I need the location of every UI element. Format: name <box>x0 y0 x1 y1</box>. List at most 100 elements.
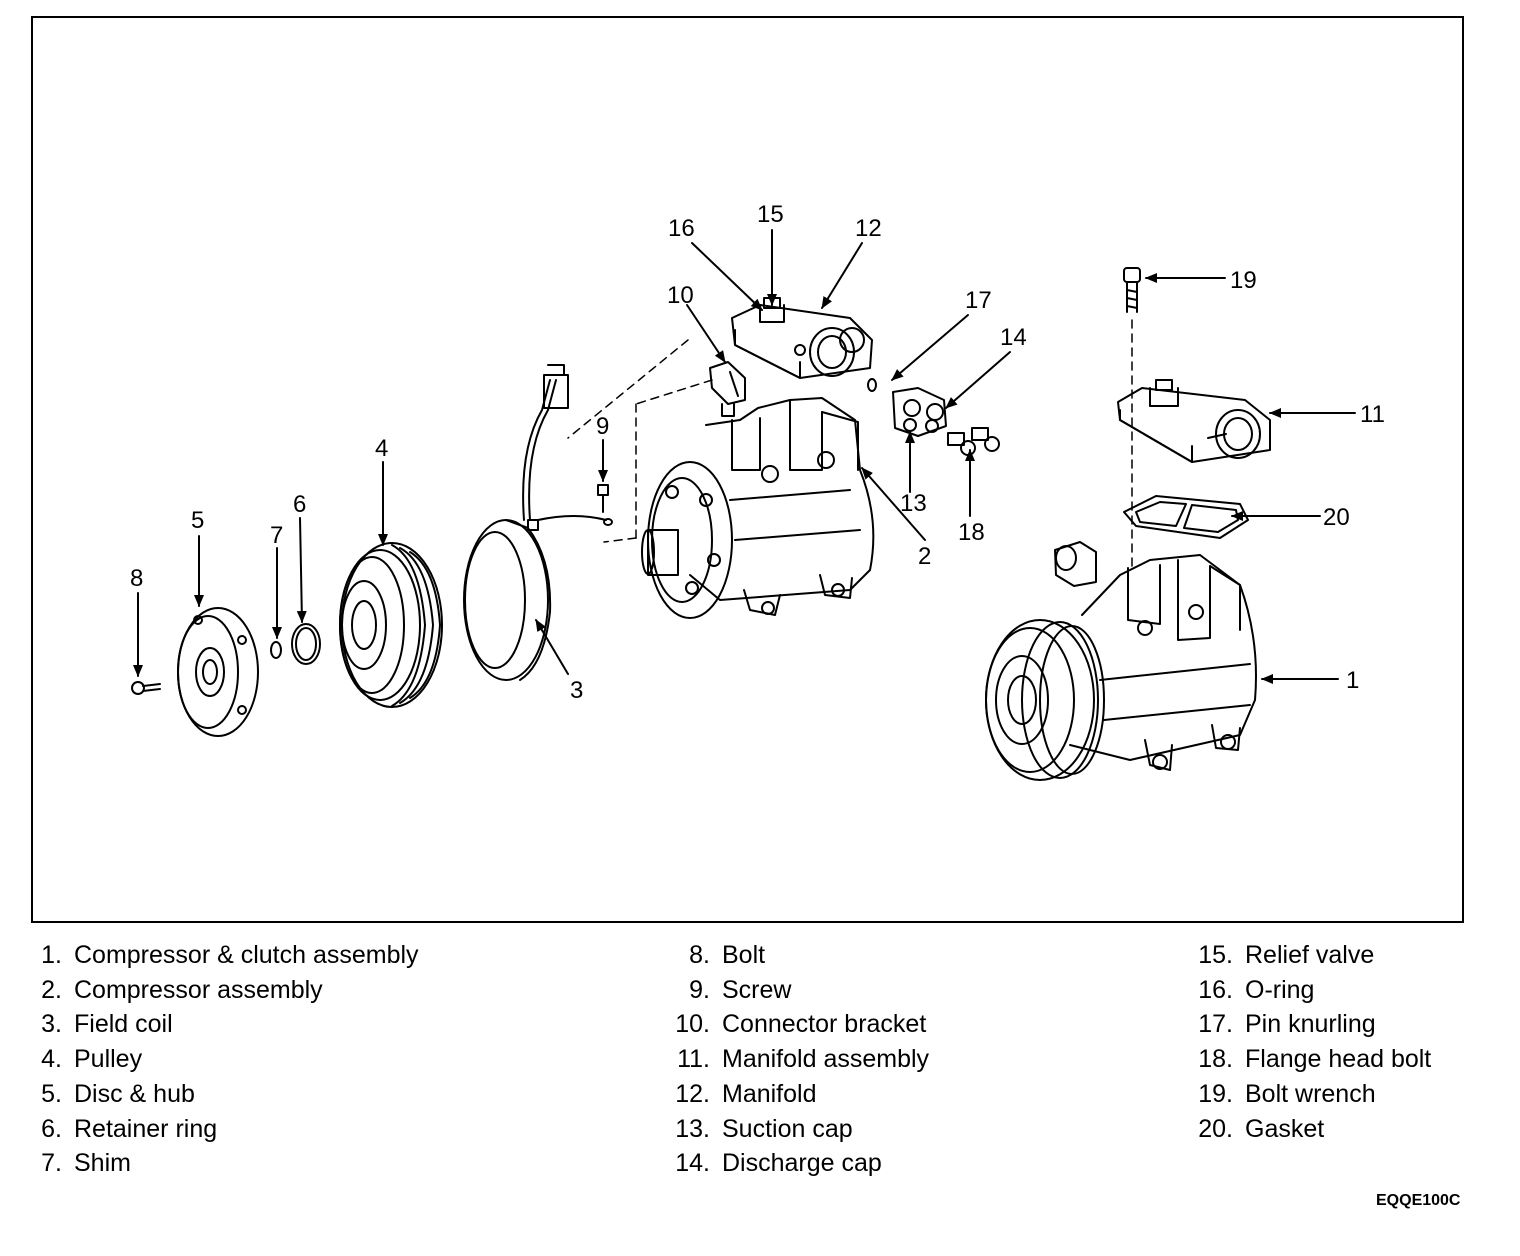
legend-item: 8. Bolt <box>668 938 929 973</box>
callout-5: 5 <box>191 507 204 534</box>
shim-part <box>270 641 282 659</box>
legend-num: 18. <box>1198 1045 1233 1074</box>
legend-item: 10. Connector bracket <box>668 1007 929 1042</box>
connector-bracket-part <box>709 361 746 417</box>
callout-13: 13 <box>900 490 927 517</box>
legend-item: 20. Gasket <box>1190 1112 1431 1147</box>
assembly-guide-lines <box>567 319 1133 569</box>
legend-label: Connector bracket <box>722 1010 927 1039</box>
legend-num: 12. <box>675 1079 710 1108</box>
legend-num: 11. <box>677 1045 710 1074</box>
legend-label: Suction cap <box>722 1114 853 1143</box>
callout-16: 16 <box>668 215 695 242</box>
legend-item: 1. Compressor & clutch assembly <box>30 938 419 973</box>
legend-num: 15. <box>1198 941 1233 969</box>
legend-label: Screw <box>722 975 792 1004</box>
gasket-part <box>1123 495 1249 539</box>
legend-num: 8. <box>689 941 710 969</box>
callout-numbers: 1 2 3 4 5 6 7 8 9 10 11 12 13 14 15 16 1… <box>130 201 1385 704</box>
legend-label: Gasket <box>1245 1114 1325 1143</box>
legend-num: 4. <box>41 1045 62 1074</box>
legend-item: 16. O-ring <box>1190 973 1431 1008</box>
legend-label: Discharge cap <box>722 1149 882 1178</box>
compressor-clutch-assembly-part <box>985 541 1257 781</box>
bolt-wrench-part <box>1123 267 1141 313</box>
callout-12: 12 <box>855 215 882 242</box>
compressor-assembly-part <box>641 397 875 619</box>
callout-8: 8 <box>130 565 143 592</box>
legend-label: Compressor & clutch assembly <box>74 941 419 969</box>
legend-item: 6. Retainer ring <box>30 1112 419 1147</box>
legend-item: 2.Compressor assembly <box>30 973 419 1008</box>
legend-num: 3. <box>41 1010 62 1039</box>
callout-1: 1 <box>1346 667 1359 694</box>
legend-label: Field coil <box>74 1010 173 1039</box>
caps-part <box>892 387 947 437</box>
callout-11: 11 <box>1360 401 1385 428</box>
legend-label: O-ring <box>1245 975 1315 1004</box>
legend-num: 20. <box>1198 1114 1233 1143</box>
legend-num: 5. <box>41 1079 62 1108</box>
legend-label: Shim <box>74 1149 131 1178</box>
legend-item: 9.Screw <box>668 973 929 1008</box>
legend-item: 13. Suction cap <box>668 1112 929 1147</box>
legend-num: 13. <box>675 1114 710 1143</box>
legend-item: 12. Manifold <box>668 1077 929 1112</box>
manifold-assembly-part <box>1117 379 1271 463</box>
legend-label: Flange head bolt <box>1245 1045 1432 1074</box>
bolt-part <box>131 681 161 695</box>
legend-column-1: 1. Compressor & clutch assembly 2.Compres… <box>30 938 419 1181</box>
legend-label: Retainer ring <box>74 1114 218 1143</box>
callout-20: 20 <box>1323 504 1350 531</box>
pin-knurling-part <box>867 378 877 392</box>
disc-hub-part <box>177 607 259 737</box>
legend-num: 1. <box>41 941 62 969</box>
callout-9: 9 <box>596 413 609 440</box>
leader-lines <box>133 229 1356 684</box>
callout-18: 18 <box>958 519 985 546</box>
callout-10: 10 <box>667 282 694 309</box>
callout-3: 3 <box>570 677 583 704</box>
legend-item: 3. Field coil <box>30 1007 419 1042</box>
pulley-part <box>339 542 443 708</box>
legend-item: 18. Flange head bolt <box>1190 1042 1431 1077</box>
callout-4: 4 <box>375 435 388 462</box>
legend-item: 11. Manifold assembly <box>668 1042 929 1077</box>
legend-label: Bolt <box>722 941 766 969</box>
legend-label: Pulley <box>74 1045 143 1074</box>
retainer-ring-part <box>291 623 321 665</box>
legend-item: 5. Disc & hub <box>30 1077 419 1112</box>
field-coil-part <box>463 364 607 681</box>
legend-column-3: 15. Relief valve 16. O-ring 17. Pin knurlin… <box>1190 938 1431 1146</box>
legend-item: 4. Pulley <box>30 1042 419 1077</box>
callout-17: 17 <box>965 287 992 314</box>
screw-part <box>597 484 613 526</box>
legend-item: 14. Discharge cap <box>668 1146 929 1181</box>
legend-num: 10. <box>675 1010 710 1039</box>
legend-num: 6. <box>41 1114 62 1143</box>
legend-num: 16. <box>1198 975 1233 1004</box>
legend-label: Relief valve <box>1245 941 1375 969</box>
figure-code: EQQE100C <box>1376 1192 1461 1209</box>
legend-item: 17. Pin knurling <box>1190 1007 1431 1042</box>
exploded-view-diagram: 1 2 3 4 5 6 7 8 9 10 11 12 13 14 15 16 1… <box>130 201 1385 781</box>
legend-label: Disc & hub <box>74 1079 195 1108</box>
callout-15: 15 <box>757 201 784 228</box>
callout-2: 2 <box>918 543 931 570</box>
legend-item: 7. Shim <box>30 1146 419 1181</box>
diagram-frame <box>31 16 1464 923</box>
legend-item: 15. Relief valve <box>1190 938 1431 973</box>
legend-label: Manifold assembly <box>722 1045 930 1074</box>
callout-14: 14 <box>1000 324 1027 351</box>
flange-bolts-part <box>947 427 1000 456</box>
callout-6: 6 <box>293 491 306 518</box>
legend-column-2: 8. Bolt 9.Screw 10. Connector bracket 11. M… <box>668 938 929 1181</box>
legend-item: 19.Bolt wrench <box>1190 1077 1431 1112</box>
legend-num: 7. <box>41 1149 62 1178</box>
legend-label: Manifold <box>722 1079 817 1108</box>
legend-label: Pin knurling <box>1245 1010 1376 1039</box>
legend-num: 19. <box>1198 1079 1233 1108</box>
legend-num: 17. <box>1198 1010 1233 1039</box>
legend-num: 14. <box>675 1149 710 1178</box>
manifold-part <box>731 297 873 379</box>
